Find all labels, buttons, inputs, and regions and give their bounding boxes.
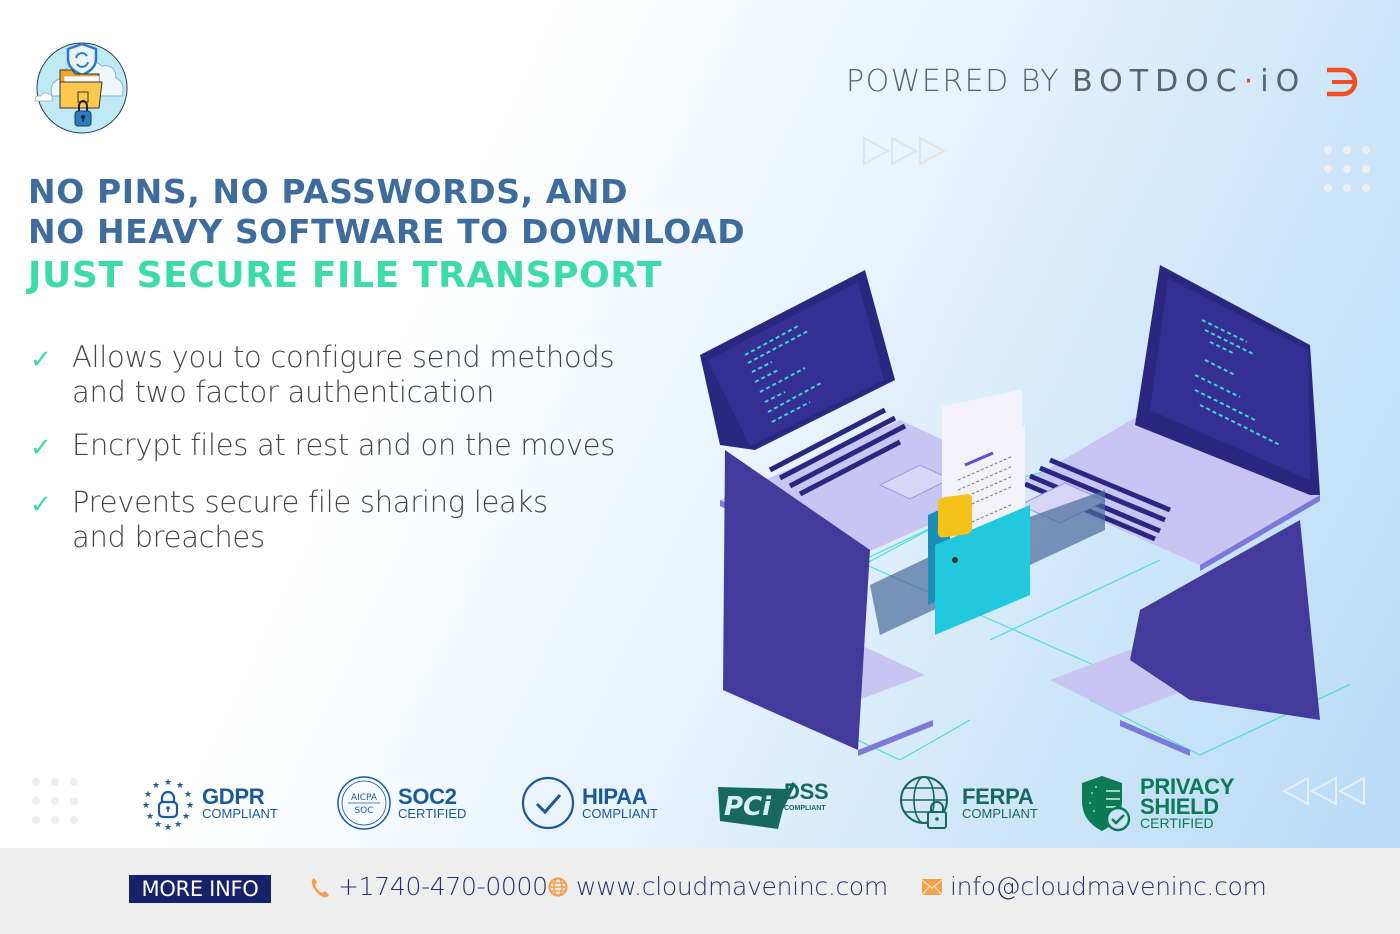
website-contact[interactable]: www.cloudmaveninc.com: [548, 872, 888, 901]
svg-text:★: ★: [174, 820, 182, 830]
svg-text:★: ★: [176, 781, 184, 791]
powered-by-botdoc: POWERED BY BOTDOC·iO: [846, 64, 1360, 99]
phone-contact[interactable]: +1740-470-0000: [310, 872, 548, 901]
svg-text:★: ★: [184, 790, 192, 800]
laptops-secure-folder-illustration: [700, 265, 1350, 760]
pci-icon: PCi: [718, 782, 796, 829]
headline: NO PINS, NO PASSWORDS, AND NO HEAVY SOFT…: [28, 172, 745, 300]
promo-banner: POWERED BY BOTDOC·iO NO PINS, NO PASSWOR…: [28, 42, 1370, 834]
svg-text:★: ★: [144, 790, 152, 800]
badge-gdpr: ★★★★ ★★★★ ★★★★ GDPR COMPLIANT: [140, 772, 278, 834]
badge-hipaa: HIPAA COMPLIANT: [520, 772, 658, 834]
feature-list: ✓ Allows you to configure send methods a…: [30, 340, 615, 573]
eu-lock-icon: ★★★★ ★★★★ ★★★★: [142, 778, 194, 831]
laptop-bottom-left: [723, 450, 933, 756]
botdoc-mark-icon: [1327, 67, 1358, 96]
triple-arrow-left-icon: [1282, 776, 1365, 806]
brand-name: BOTDOC·iO: [1072, 64, 1307, 99]
globe-lock-icon: [900, 776, 948, 829]
decorative-arrows-left: [1282, 776, 1366, 806]
phone-number[interactable]: +1740-470-0000: [338, 872, 548, 901]
triple-arrow-right-icon: [863, 136, 946, 166]
laptop-top-right: [1018, 265, 1320, 571]
svg-text:★: ★: [164, 778, 172, 788]
feature-item: ✓ Allows you to configure send methods a…: [30, 340, 615, 409]
svg-text:★: ★: [182, 812, 190, 822]
svg-text:AICPA: AICPA: [351, 793, 378, 803]
decorative-dots-bottom-left: [32, 778, 78, 824]
email-contact[interactable]: info@cloudmaveninc.com: [922, 872, 1267, 901]
aicpa-soc-icon: AICPA SOC: [337, 776, 391, 830]
svg-text:★: ★: [142, 801, 150, 811]
svg-text:★: ★: [146, 812, 154, 822]
badge-privacy-shield: PRIVACY SHIELD CERTIFIED: [1078, 772, 1234, 834]
check-icon: ✓: [30, 489, 52, 519]
globe-icon: [548, 877, 568, 896]
badge-pci-dss: PCi DSS COMPLIANT: [716, 772, 829, 834]
svg-text:★: ★: [152, 781, 160, 791]
secure-folder-logo-icon: [34, 42, 128, 134]
svg-text:SOC: SOC: [354, 806, 373, 816]
email-link[interactable]: info@cloudmaveninc.com: [950, 872, 1267, 901]
svg-text:★: ★: [154, 820, 162, 830]
headline-line-1: NO PINS, NO PASSWORDS, AND: [28, 172, 629, 211]
svg-text:★: ★: [186, 801, 194, 811]
secure-folder: [870, 389, 1105, 635]
badge-soc2: AICPA SOC SOC2 CERTIFIED: [336, 772, 466, 834]
svg-text:★: ★: [164, 823, 172, 831]
contact-footer: MORE INFO +1740-470-0000 www.cloudmaveni…: [0, 848, 1400, 934]
envelope-icon: [922, 878, 942, 895]
phone-icon: [311, 877, 329, 897]
feature-item: ✓ Encrypt files at rest and on the moves: [30, 428, 615, 465]
decorative-dots-top-right: [1324, 146, 1370, 192]
check-icon: ✓: [30, 344, 52, 374]
headline-line-2: NO HEAVY SOFTWARE TO DOWNLOAD: [28, 212, 746, 251]
check-icon: ✓: [30, 432, 52, 462]
website-link[interactable]: www.cloudmaveninc.com: [576, 872, 888, 901]
svg-text:PCi: PCi: [724, 792, 772, 822]
headline-accent-line: JUST SECURE FILE TRANSPORT: [28, 255, 663, 296]
decorative-arrows-right: [862, 136, 946, 166]
shield-check-icon: [1082, 776, 1131, 832]
laptop-bottom-right: [1050, 520, 1320, 756]
badge-ferpa: FERPA COMPLIANT: [898, 772, 1038, 834]
more-info-button[interactable]: MORE INFO: [129, 875, 271, 903]
powered-by-label: POWERED BY: [846, 64, 1061, 99]
feature-item: ✓ Prevents secure file sharing leaks and…: [30, 485, 548, 554]
check-circle-icon: [521, 776, 575, 830]
